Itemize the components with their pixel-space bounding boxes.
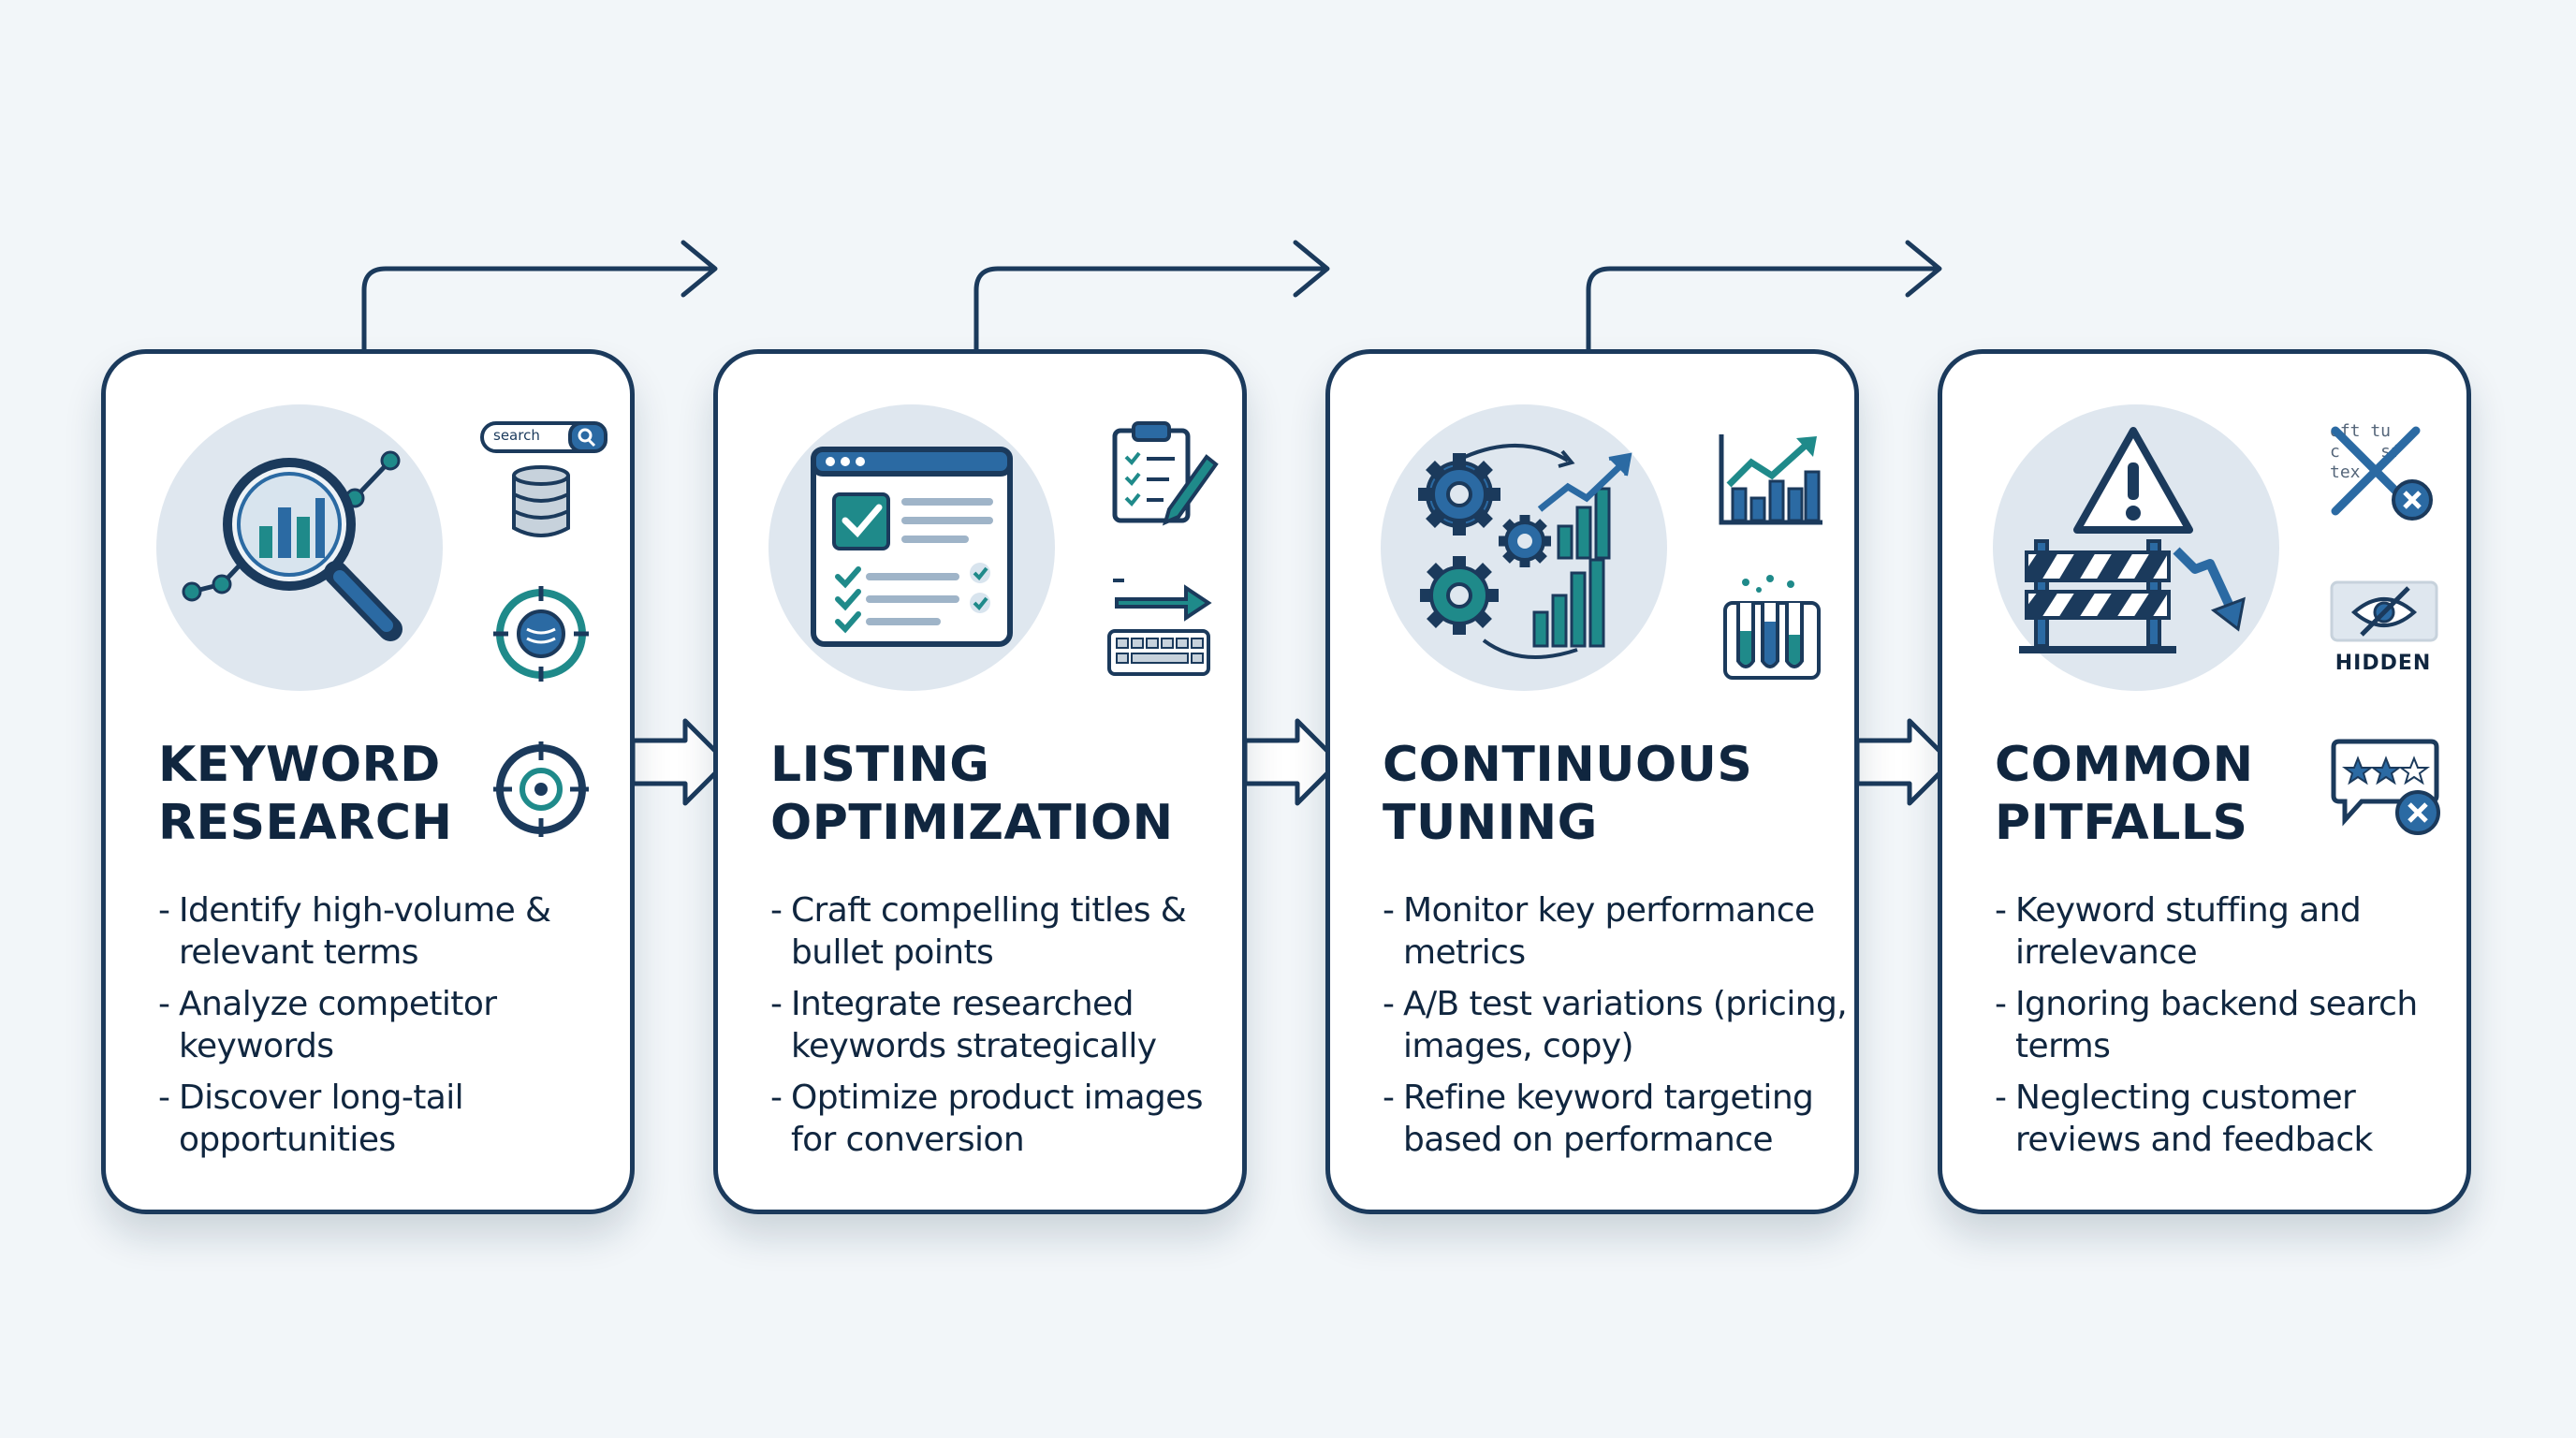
top-arrow-1: [361, 266, 716, 352]
hidden-eye-icon: [2330, 580, 2438, 642]
warning-barrier-icon: [1993, 404, 2279, 691]
bullet-item: Monitor key performance metrics: [1383, 889, 1851, 974]
bullet-item: Ignoring backend search terms: [1995, 983, 2463, 1067]
magnifier-chart-icon: [156, 404, 443, 691]
crossed-text-icon: oft tu c sf tex: [2326, 421, 2438, 526]
card-title: CONTINUOUS TUNING: [1383, 736, 1752, 852]
bullet-item: Optimize product images for conversion: [770, 1077, 1238, 1161]
bullet-list: Identify high-volume & relevant terms An…: [158, 889, 626, 1170]
hidden-label: HIDDEN: [2334, 652, 2432, 675]
card-title-line1: CONTINUOUS: [1383, 737, 1753, 793]
card-title-line2: RESEARCH: [158, 795, 453, 851]
card-continuous-tuning: CONTINUOUS TUNING Monitor key performanc…: [1325, 349, 1859, 1214]
card-keyword-research: search KEYWORD RESEARCH: [101, 349, 635, 1214]
bullet-item: Keyword stuffing and irrelevance: [1995, 889, 2463, 974]
top-arrow-3: [1586, 266, 1940, 352]
trend-chart-icon: [1716, 431, 1826, 528]
search-bar-icon: search: [480, 421, 607, 453]
card-title-line1: KEYWORD: [158, 737, 441, 793]
gears-charts-icon: [1381, 404, 1667, 691]
database-icon: [510, 464, 572, 539]
bullet-item: Analyze competitor keywords: [158, 983, 626, 1067]
top-arrow-3-head: [1905, 240, 1942, 298]
card-title-line2: OPTIMIZATION: [770, 795, 1174, 851]
card-common-pitfalls: oft tu c sf tex HIDDEN: [1938, 349, 2471, 1214]
bullet-item: Discover long-tail opportunities: [158, 1077, 626, 1161]
card-title-line1: LISTING: [770, 737, 990, 793]
review-stars-icon: [2330, 738, 2440, 837]
bullet-item: Craft compelling titles & bullet points: [770, 889, 1238, 974]
keyboard-arrow-icon: [1104, 575, 1214, 680]
bullet-list: Monitor key performance metrics A/B test…: [1383, 889, 1851, 1170]
top-arrow-2: [973, 266, 1328, 352]
mid-arrow-2: [1242, 718, 1341, 806]
bullet-item: Refine keyword targeting based on perfor…: [1383, 1077, 1851, 1161]
bullet-list: Craft compelling titles & bullet points …: [770, 889, 1238, 1170]
card-title: KEYWORD RESEARCH: [158, 736, 453, 852]
search-placeholder-text: search: [493, 427, 540, 444]
top-arrow-2-head: [1293, 240, 1330, 298]
card-listing-optimization: LISTING OPTIMIZATION Craft compelling ti…: [713, 349, 1247, 1214]
browser-checklist-icon: [768, 404, 1055, 691]
bullet-item: Neglecting customer reviews and feedback: [1995, 1077, 2463, 1161]
bullet-item: A/B test variations (pricing, images, co…: [1383, 983, 1851, 1067]
test-tubes-icon: [1718, 575, 1826, 683]
bullet-item: Identify high-volume & relevant terms: [158, 889, 626, 974]
card-title: LISTING OPTIMIZATION: [770, 736, 1174, 852]
mid-arrow-3: [1854, 718, 1954, 806]
bullet-list: Keyword stuffing and irrelevance Ignorin…: [1995, 889, 2463, 1170]
clipboard-pencil-icon: [1109, 419, 1220, 526]
top-arrow-1-head: [681, 240, 718, 298]
bullet-item: Integrate researched keywords strategica…: [770, 983, 1238, 1067]
target-database-icon: [491, 584, 591, 683]
crosshair-icon: [491, 740, 591, 839]
card-title-line2: TUNING: [1383, 795, 1598, 851]
mid-arrow-1: [630, 718, 729, 806]
card-title-line1: COMMON: [1995, 737, 2254, 793]
card-title: COMMON PITFALLS: [1995, 736, 2254, 852]
card-title-line2: PITFALLS: [1995, 795, 2248, 851]
